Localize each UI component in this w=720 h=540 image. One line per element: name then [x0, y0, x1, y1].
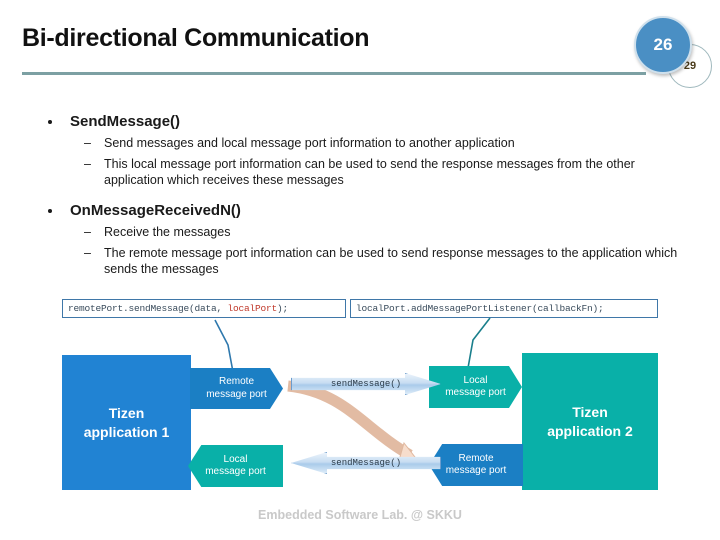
slide-number-primary: 26 — [634, 16, 692, 74]
flow-arrow-label: sendMessage() — [330, 458, 402, 468]
port-label-line1: Local — [463, 374, 488, 386]
sub-bullet: – Receive the messages — [38, 224, 698, 240]
bullet-heading-label: OnMessageReceivedN() — [70, 202, 241, 219]
bullet-dot-icon — [48, 209, 52, 213]
dash-icon: – — [84, 246, 91, 260]
bullet-dot-icon — [48, 120, 52, 124]
sub-bullet: – This local message port information ca… — [38, 156, 698, 188]
port-label-line1: Local — [223, 453, 248, 465]
app-left-line2: application 1 — [83, 423, 170, 440]
code-text-post: ); — [277, 303, 289, 314]
dash-icon: – — [84, 157, 91, 171]
app-right-line2: application 2 — [547, 422, 633, 439]
slide-number-badge: 29 26 — [634, 16, 720, 92]
footer-text: Embedded Software Lab. @ SKKU — [258, 508, 462, 522]
code-snippet-add-listener: localPort.addMessagePortListener(callbac… — [350, 299, 658, 318]
sub-bullet: – The remote message port information ca… — [38, 245, 698, 277]
port-label-line2: message port — [445, 465, 507, 476]
sub-bullet-label: The remote message port information can … — [104, 246, 678, 276]
title-divider — [22, 72, 646, 75]
code-text-local-port: localPort — [227, 303, 278, 314]
leader-line-left — [214, 319, 234, 373]
leader-line-right — [467, 317, 491, 369]
app-left-line1: Tizen — [108, 404, 145, 421]
page-title: Bi-directional Communication — [22, 24, 370, 52]
port-label-line1: Remote — [458, 452, 494, 464]
dash-icon: – — [84, 136, 91, 150]
code-text-pre: remotePort.sendMessage(data, — [68, 303, 228, 314]
port-label-line2: message port — [445, 387, 506, 398]
port-right-local-message-port: Local message port — [429, 366, 522, 408]
flow-arrow-label: sendMessage() — [330, 379, 402, 389]
port-label-line2: message port — [205, 466, 266, 477]
port-right-remote-message-port: Remote message port — [429, 444, 523, 486]
content-bullets: SendMessage() – Send messages and local … — [38, 105, 698, 277]
bullet-heading-on-message-received: OnMessageReceivedN() — [38, 202, 698, 219]
code-snippet-send-message: remotePort.sendMessage(data, localPort); — [62, 299, 346, 318]
sub-bullet-label: Receive the messages — [104, 225, 231, 239]
app-box-tizen-application-1: Tizen application 1 — [62, 355, 191, 490]
sub-bullet-label: Send messages and local message port inf… — [104, 136, 515, 150]
port-label-line2: message port — [206, 388, 267, 400]
port-left-remote-message-port: Remote message port — [190, 368, 283, 409]
port-left-local-message-port: Local message port — [188, 445, 283, 487]
bullet-heading-send-message: SendMessage() — [38, 113, 698, 130]
curved-flow-arrow — [287, 380, 413, 460]
port-label-line1: Remote — [218, 376, 254, 387]
app-right-line1: Tizen — [572, 403, 608, 420]
bullet-heading-label: SendMessage() — [70, 113, 181, 130]
app-box-tizen-application-2: Tizen application 2 — [522, 353, 658, 490]
sub-bullet: – Send messages and local message port i… — [38, 135, 698, 151]
dash-icon: – — [84, 225, 91, 239]
sub-bullet-label: This local message port information can … — [104, 157, 635, 187]
